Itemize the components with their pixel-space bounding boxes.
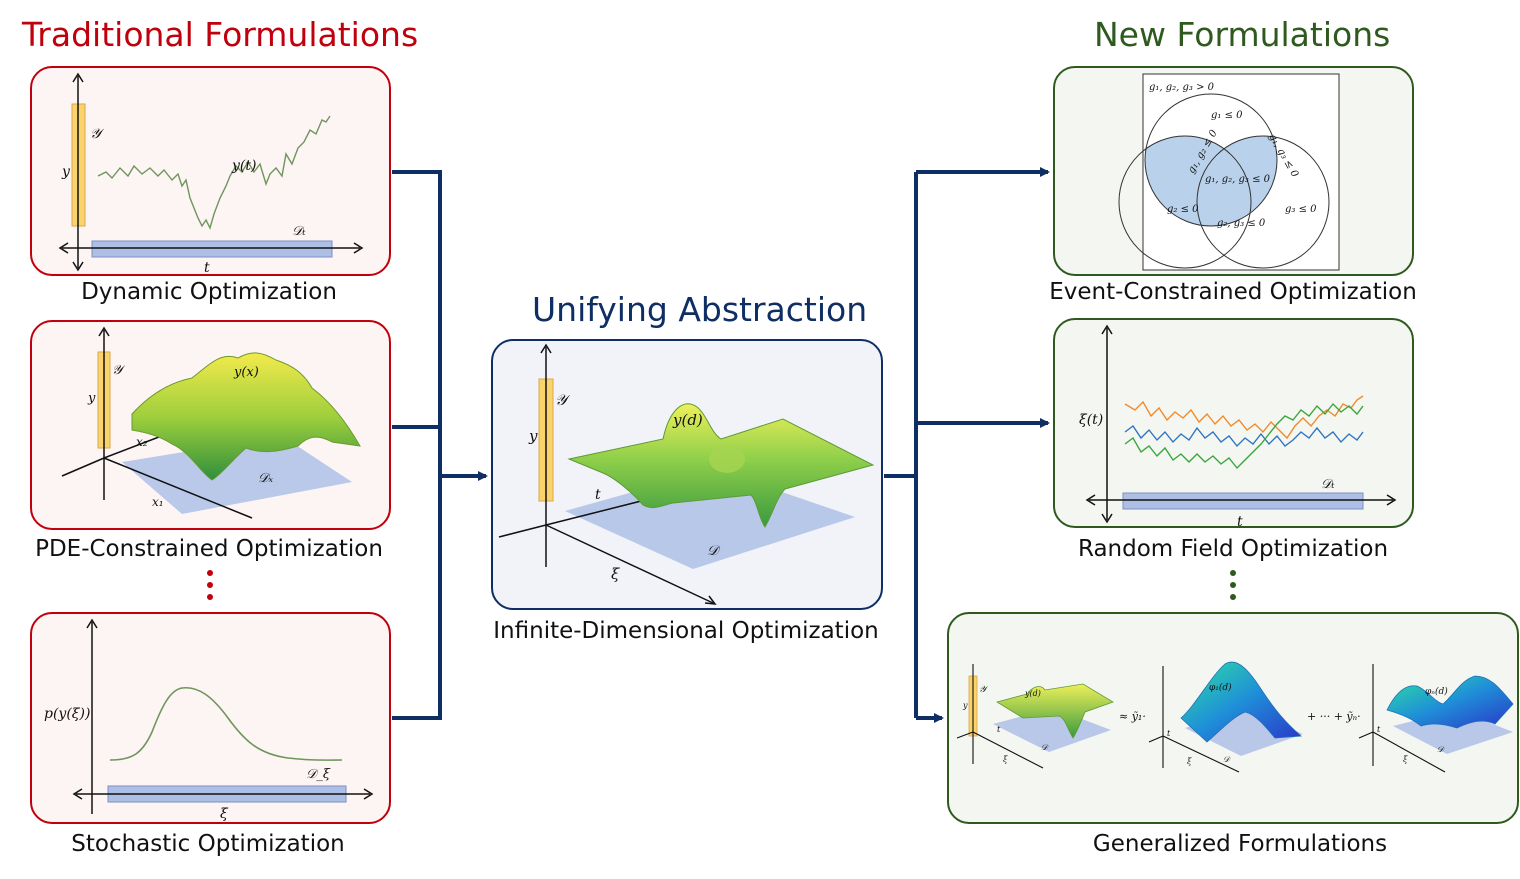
event-all-positive: g₁, g₂, g₃ > 0 xyxy=(1149,82,1215,93)
stochastic-plot: p(y(ξ)) 𝒟_ξ ξ xyxy=(44,618,374,822)
caption-dynamic: Dynamic Optimization xyxy=(81,279,337,305)
generalized-t-label: t xyxy=(997,725,1001,734)
random-plot: ξ(t) 𝒟ₜ t xyxy=(1079,324,1397,528)
panel-infinite: y 𝒴 y(d) t ξ 𝒟 xyxy=(491,339,883,610)
event-g123: g₁, g₂, g₃ ≤ 0 xyxy=(1205,174,1271,185)
event-g2: g₂ ≤ 0 xyxy=(1167,204,1199,215)
dynamic-Y-label: 𝒴 xyxy=(90,126,105,142)
right-bracket xyxy=(884,167,1050,723)
caption-event: Event-Constrained Optimization xyxy=(1049,279,1417,305)
pde-x1-label: x₁ xyxy=(152,495,164,509)
generalized-xi-label: ξ xyxy=(1003,755,1008,764)
generalized-phin-label: φₙ(d) xyxy=(1425,686,1448,697)
infinite-surface-label: y(d) xyxy=(672,411,703,429)
panel-event: g₁, g₂, g₃ > 0 g₁ ≤ 0 g₁, g₂ ≤ 0 g₁, g₃ … xyxy=(1053,66,1414,276)
dynamic-plot: y 𝒴 y(t) 𝒟ₜ t xyxy=(58,72,364,276)
phin-surface xyxy=(1386,675,1514,729)
random-axis-label: t xyxy=(1237,514,1243,528)
dynamic-axis-label: t xyxy=(204,260,210,276)
panel-generalized: 𝒴 y y(d) t ξ 𝒟 ≈ ỹ₁· φ₁(d) t ξ 𝒟 + ··· +… xyxy=(947,612,1519,824)
pde-domain-label: 𝒟ₓ xyxy=(258,471,273,486)
random-path-orange xyxy=(1124,395,1364,440)
caption-pde: PDE-Constrained Optimization xyxy=(35,536,383,562)
infinite-t-label: t xyxy=(595,487,601,503)
phi1-surface xyxy=(1180,661,1302,743)
stochastic-axis-label: ξ xyxy=(220,806,229,822)
dynamic-curve xyxy=(97,115,331,230)
pde-plot: y 𝒴 y(x) x₂ x₁ 𝒟ₓ xyxy=(61,326,361,519)
generalized-domain-label-3: 𝒟 xyxy=(1437,745,1445,754)
pde-surface-label: y(x) xyxy=(233,365,259,380)
generalized-xi-label-3: ξ xyxy=(1403,755,1408,764)
panel-pde: y 𝒴 y(x) x₂ x₁ 𝒟ₓ xyxy=(30,320,391,530)
more-new-dots xyxy=(1230,570,1236,600)
generalized-approx: ≈ ỹ₁· xyxy=(1119,710,1146,723)
event-g1: g₁ ≤ 0 xyxy=(1211,110,1243,121)
pde-x2-label: x₂ xyxy=(136,435,148,449)
dynamic-domain-label: 𝒟ₜ xyxy=(292,224,306,239)
generalized-xi-label-2: ξ xyxy=(1187,757,1192,766)
event-g23: g₂, g₃ ≤ 0 xyxy=(1217,218,1266,229)
stochastic-y-label: p(y(ξ)) xyxy=(44,706,90,722)
generalized-phi1-label: φ₁(d) xyxy=(1209,682,1232,693)
generalized-plus: + ··· + ỹₙ· xyxy=(1307,710,1361,723)
generalized-t-label-2: t xyxy=(1167,729,1171,738)
event-venn: g₁, g₂, g₃ > 0 g₁ ≤ 0 g₁, g₂ ≤ 0 g₁, g₃ … xyxy=(1118,73,1340,271)
random-path-blue xyxy=(1124,424,1364,448)
caption-stochastic: Stochastic Optimization xyxy=(71,831,345,857)
generalized-surface-label: y(d) xyxy=(1024,689,1041,698)
infinite-xi-label: ξ xyxy=(611,565,620,583)
heading-new: New Formulations xyxy=(1094,15,1391,54)
infinite-Y-label: 𝒴 xyxy=(555,391,571,409)
random-y-label: ξ(t) xyxy=(1079,412,1103,428)
dynamic-y-label: y xyxy=(61,164,71,180)
caption-random: Random Field Optimization xyxy=(1077,536,1389,562)
random-domain-label: 𝒟ₜ xyxy=(1321,477,1335,492)
infinite-domain-label: 𝒟 xyxy=(707,543,721,559)
infinite-plot: y 𝒴 y(d) t ξ 𝒟 xyxy=(498,343,875,605)
more-traditional-dots xyxy=(207,570,213,600)
pde-Y-label: 𝒴 xyxy=(112,363,126,378)
stochastic-domain-label: 𝒟_ξ xyxy=(306,767,331,782)
random-path-green xyxy=(1124,402,1364,470)
infinite-y-label: y xyxy=(528,427,538,445)
generalized-y-label: y xyxy=(962,701,968,710)
generalized-domain-label-2: 𝒟 xyxy=(1223,755,1231,764)
generalized-Y-label: 𝒴 xyxy=(979,685,989,695)
panel-dynamic: y 𝒴 y(t) 𝒟ₜ t xyxy=(30,66,391,276)
generalized-t-label-3: t xyxy=(1377,725,1381,734)
heading-unifying: Unifying Abstraction xyxy=(532,290,868,329)
panel-stochastic: p(y(ξ)) 𝒟_ξ ξ xyxy=(30,612,391,824)
dynamic-curve-label: y(t) xyxy=(231,158,256,174)
pde-y-label: y xyxy=(87,391,96,406)
caption-generalized: Generalized Formulations xyxy=(1092,831,1388,857)
event-g3: g₃ ≤ 0 xyxy=(1285,204,1317,215)
stochastic-curve xyxy=(109,687,343,761)
pde-surface xyxy=(131,352,361,481)
generalized-plot: 𝒴 y y(d) t ξ 𝒟 ≈ ỹ₁· φ₁(d) t ξ 𝒟 + ··· +… xyxy=(956,661,1514,773)
generalized-domain-label: 𝒟 xyxy=(1041,743,1049,752)
caption-infinite: Infinite-Dimensional Optimization xyxy=(493,618,879,644)
panel-random: ξ(t) 𝒟ₜ t xyxy=(1053,318,1414,528)
left-bracket xyxy=(392,170,488,720)
heading-traditional: Traditional Formulations xyxy=(22,15,419,54)
